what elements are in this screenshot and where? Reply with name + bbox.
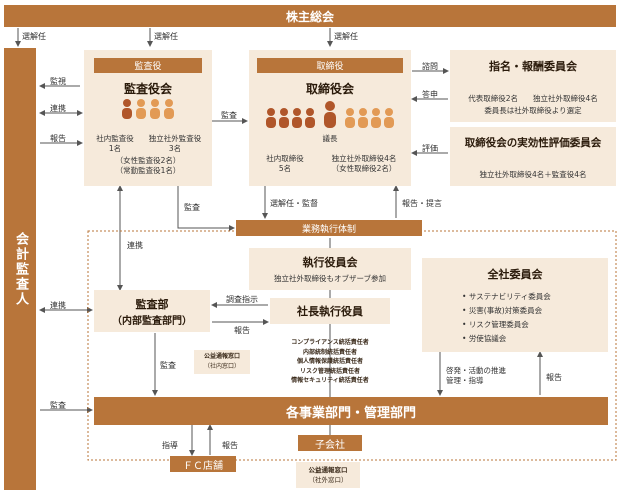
- label-report-3: 報告: [546, 373, 562, 382]
- label-evaluate: 評価: [422, 144, 438, 153]
- label-monitor: 監視: [50, 77, 66, 86]
- label-cooperate-1: 連携: [50, 104, 66, 113]
- label-elect-supervise: 選解任・監督: [270, 199, 318, 208]
- all-committee-list: • サステナビリティ委員会 • 災害(事故)対策委員会 • リスク管理委員会 •…: [462, 290, 602, 346]
- nomination-chair-note: 委員長は社外取締役より選定: [484, 106, 582, 115]
- label-report-1: 報告: [50, 134, 66, 143]
- effectiveness-title: 取締役会の実効性評価委員会: [464, 137, 602, 149]
- internal-audit-subtitle: （内部監査部門）: [112, 315, 192, 327]
- label-report-2: 報告: [234, 326, 250, 335]
- audit-board-title: 監査役会: [123, 82, 172, 96]
- board-internal-label: 社内取締役 5名: [266, 154, 304, 173]
- label-audit-down: 監査: [184, 203, 200, 212]
- label-answer: 答申: [422, 90, 438, 99]
- officers-list: コンプライアンス統括責任者 内部統制統括責任者 個人情報保護統括責任者 リスク管…: [280, 338, 380, 386]
- label-audit-depts: 監査: [160, 361, 176, 370]
- audit-board-header: 監査役: [94, 58, 202, 73]
- committee-item: • リスク管理委員会: [462, 320, 529, 329]
- committee-item: • 労使協議会: [462, 334, 507, 343]
- label-audit-left: 監査: [50, 401, 66, 410]
- exec-committee-sub: 独立社外取締役もオブザーブ参加: [273, 274, 387, 283]
- internal-audit-panel: 監査部 （内部監査部門）: [94, 290, 210, 332]
- label-elect-1: 選解任: [22, 32, 46, 41]
- label-elect-2: 選解任: [154, 32, 178, 41]
- all-committee-title: 全社委員会: [487, 268, 543, 281]
- exec-committee-title: 執行役員会: [302, 256, 358, 269]
- board-external-label: 独立社外取締役4名 （女性取締役2名）: [331, 154, 397, 173]
- officer-item: コンプライアンス統括責任者: [291, 339, 369, 346]
- accounting-auditor-bar: 会計監査人: [4, 48, 36, 490]
- officer-item: 内部統制統括責任者: [302, 348, 357, 356]
- president-panel: 社長執行役員: [270, 298, 390, 324]
- president-title: 社長執行役員: [297, 305, 363, 318]
- board-header: 取締役: [257, 58, 403, 73]
- officer-item: 個人情報保護統括責任者: [296, 358, 363, 365]
- all-committee-panel: 全社委員会 • サステナビリティ委員会 • 災害(事故)対策委員会 • リスク管…: [422, 258, 608, 352]
- committee-item: • サステナビリティ委員会: [462, 292, 551, 301]
- execution-structure-bar: 業務執行体制: [236, 220, 422, 236]
- nomination-members: 代表取締役2名 独立社外取締役4名: [468, 94, 598, 103]
- exec-committee-panel: 執行役員会 独立社外取締役もオブザーブ参加: [249, 248, 411, 290]
- fc-stores-box: ＦＣ店舗: [170, 456, 236, 472]
- officer-item: 情報セキュリティ統括責任者: [291, 377, 369, 384]
- whistle-external-panel: 公益通報窓口 （社外窓口）: [296, 462, 360, 488]
- whistle-internal-panel: 公益通報窓口 （社内窓口）: [194, 350, 250, 374]
- nomination-title: 指名・報酬委員会: [489, 60, 577, 73]
- label-audit-board: 監査: [221, 111, 237, 120]
- internal-audit-title: 監査部: [135, 297, 169, 311]
- label-report-4: 報告: [222, 441, 238, 450]
- board-title: 取締役会: [305, 82, 354, 96]
- departments-bar: 各事業部門・管理部門: [94, 397, 608, 425]
- shareholders-meeting-bar: 株主総会: [4, 5, 616, 27]
- label-report-propose: 報告・提言: [402, 199, 442, 208]
- audit-external-label: 独立社外監査役 3名: [148, 134, 202, 153]
- board-chair-label: 議長: [322, 134, 338, 143]
- effectiveness-members: 独立社外取締役4名＋監査役4名: [479, 170, 587, 179]
- effectiveness-committee-panel: 取締役会の実効性評価委員会 独立社外取締役4名＋監査役4名: [450, 127, 616, 186]
- subsidiary-box: 子会社: [298, 435, 362, 451]
- audit-notes: （女性監査役2名） （常勤監査役1名）: [115, 156, 181, 175]
- label-cooperate-3: 連携: [50, 301, 66, 310]
- board-panel: 取締役 取締役会 議長 社内取締役 5名 独立社外取締役4名 （女性取締役2名）: [249, 50, 411, 186]
- label-consult: 諮問: [422, 62, 438, 71]
- label-cooperate-2: 連携: [127, 241, 143, 250]
- label-guide: 指導: [162, 441, 178, 450]
- label-audit-instruction: 調査指示: [226, 295, 258, 304]
- label-promote: 啓発・活動の推進 管理・指導: [446, 366, 506, 385]
- nomination-committee-panel: 指名・報酬委員会 代表取締役2名 独立社外取締役4名 委員長は社外取締役より選定: [450, 50, 616, 122]
- officer-item: リスク管理統括責任者: [299, 367, 360, 375]
- audit-internal-label: 社内監査役 1名: [96, 134, 134, 153]
- audit-members-icon: [122, 99, 174, 119]
- label-elect-3: 選解任: [334, 32, 358, 41]
- committee-item: • 災害(事故)対策委員会: [462, 306, 543, 315]
- board-members-icon: [266, 101, 394, 128]
- audit-board-panel: 監査役 監査役会 社内監査役 1名 独立社外監査役 3名 （女性監査役2名） （…: [84, 50, 212, 186]
